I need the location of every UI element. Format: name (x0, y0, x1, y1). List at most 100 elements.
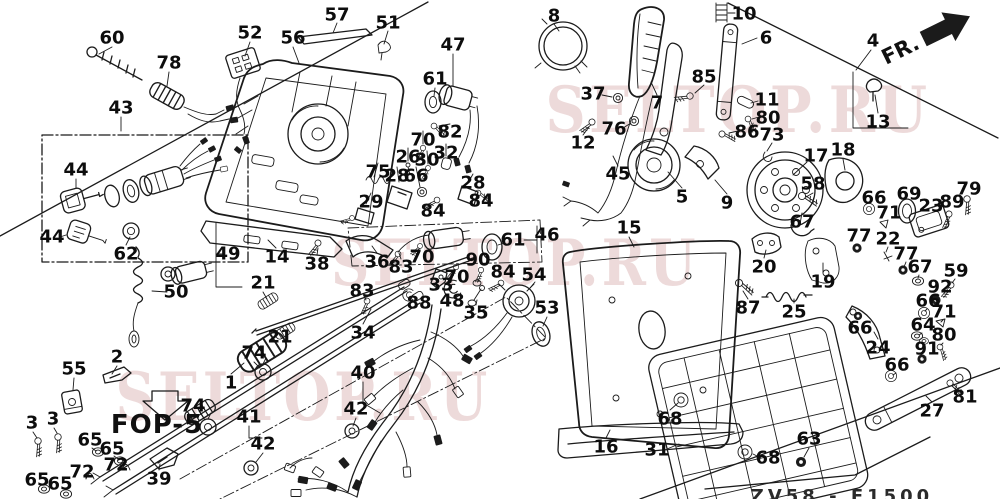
watermark-text: SELTOP.RU (546, 73, 931, 148)
callout-53: 53 (534, 298, 559, 319)
neutral-switch-group (347, 219, 543, 267)
callout-46: 46 (534, 225, 559, 246)
support-arm (864, 367, 972, 431)
callout-17: 17 (803, 146, 828, 167)
fop-arrow-icon (142, 390, 189, 421)
callout-86: 86 (734, 122, 759, 143)
callout-19: 19 (810, 272, 835, 293)
callout-42: 42 (250, 434, 275, 455)
throttle-cable-bundle: FOP-5 (90, 278, 547, 499)
callout-3: 3 (47, 409, 60, 430)
callout-63: 63 (796, 429, 821, 450)
callout-16: 16 (593, 437, 618, 458)
callout-6: 6 (760, 28, 773, 49)
callout-12: 12 (570, 133, 595, 154)
callout-65: 65 (47, 474, 72, 495)
callout-40: 40 (350, 363, 375, 384)
figure-label: FOP-5 (111, 410, 203, 440)
callout-11: 11 (754, 90, 779, 111)
callout-44: 44 (63, 160, 88, 181)
callout-68: 68 (657, 409, 682, 430)
callout-30: 30 (414, 150, 439, 171)
callout-25: 25 (781, 302, 806, 323)
front-housing-cover (204, 59, 405, 242)
callout-81: 81 (952, 387, 977, 408)
top-plate (297, 28, 373, 45)
callout-67: 67 (907, 257, 932, 278)
callout-21: 21 (267, 327, 292, 348)
clip-51 (377, 40, 391, 61)
callout-73: 73 (759, 125, 784, 146)
callout-37: 37 (580, 84, 605, 105)
fastener-column (733, 194, 974, 431)
callout-76: 76 (601, 119, 626, 140)
callout-83: 83 (349, 281, 374, 302)
callout-65: 65 (24, 470, 49, 491)
callout-84: 84 (420, 201, 445, 222)
bottom-left-hardware (32, 366, 179, 499)
callout-23: 23 (918, 196, 943, 217)
callout-44: 44 (39, 227, 64, 248)
callout-70: 70 (444, 267, 469, 288)
callout-15: 15 (616, 218, 641, 239)
callout-66: 66 (847, 318, 872, 339)
callout-39: 39 (146, 469, 171, 490)
switch-panel-connector (225, 47, 261, 155)
callout-8: 8 (548, 6, 561, 27)
callout-79: 79 (956, 179, 981, 200)
callout-9: 9 (721, 193, 734, 214)
callout-65: 65 (99, 439, 124, 460)
callout-41: 41 (236, 407, 261, 428)
callout-10: 10 (731, 4, 756, 25)
callout-91: 91 (914, 339, 939, 360)
callout-62: 62 (113, 244, 138, 265)
clip-bracket-group (852, 49, 909, 129)
callout-65: 65 (77, 430, 102, 451)
callout-72: 72 (103, 455, 128, 476)
stop-switch (170, 260, 214, 285)
callout-90: 90 (465, 250, 490, 271)
key (59, 187, 104, 214)
fr-arrow-icon (919, 12, 970, 47)
callout-56: 56 (280, 28, 305, 49)
callout-21: 21 (250, 273, 275, 294)
callout-85: 85 (691, 67, 716, 88)
callout-70: 70 (410, 130, 435, 151)
callout-54: 54 (521, 265, 546, 286)
callout-92: 92 (927, 277, 952, 298)
callout-78: 78 (156, 53, 181, 74)
callout-49: 49 (215, 244, 240, 265)
switch-grommet (122, 222, 140, 240)
callout-50: 50 (163, 282, 188, 303)
watermarks: SELTOP.RU SELTOP.RU SELTOP.RU (116, 73, 931, 436)
callout-58: 58 (800, 174, 825, 195)
indicator-switch (463, 281, 551, 361)
callout-22: 22 (875, 229, 900, 250)
callout-66: 66 (403, 166, 428, 187)
callout-13: 13 (865, 112, 890, 133)
ignition-switch-group (41, 134, 249, 348)
callout-70: 70 (409, 247, 434, 268)
callout-77: 77 (893, 244, 918, 265)
callout-47: 47 (440, 35, 465, 56)
callout-88: 88 (406, 293, 431, 314)
callout-14: 14 (264, 247, 289, 268)
callout-55: 55 (61, 359, 86, 380)
callout-71: 71 (931, 302, 956, 323)
callout-34: 34 (350, 323, 375, 344)
callout-3: 3 (26, 413, 39, 434)
callout-31: 31 (644, 440, 669, 461)
switch-bushings (104, 179, 140, 208)
callout-87: 87 (735, 298, 760, 319)
mount-screw-group (86, 46, 239, 124)
callout-72: 72 (69, 462, 94, 483)
shift-rod (251, 256, 477, 336)
callout-82: 82 (437, 122, 462, 143)
rear-panel (557, 239, 744, 459)
callout-89: 89 (939, 192, 964, 213)
leader-lines (32, 12, 960, 471)
callout-26: 26 (395, 147, 420, 168)
callout-7: 7 (651, 93, 664, 114)
callout-5: 5 (676, 187, 689, 208)
